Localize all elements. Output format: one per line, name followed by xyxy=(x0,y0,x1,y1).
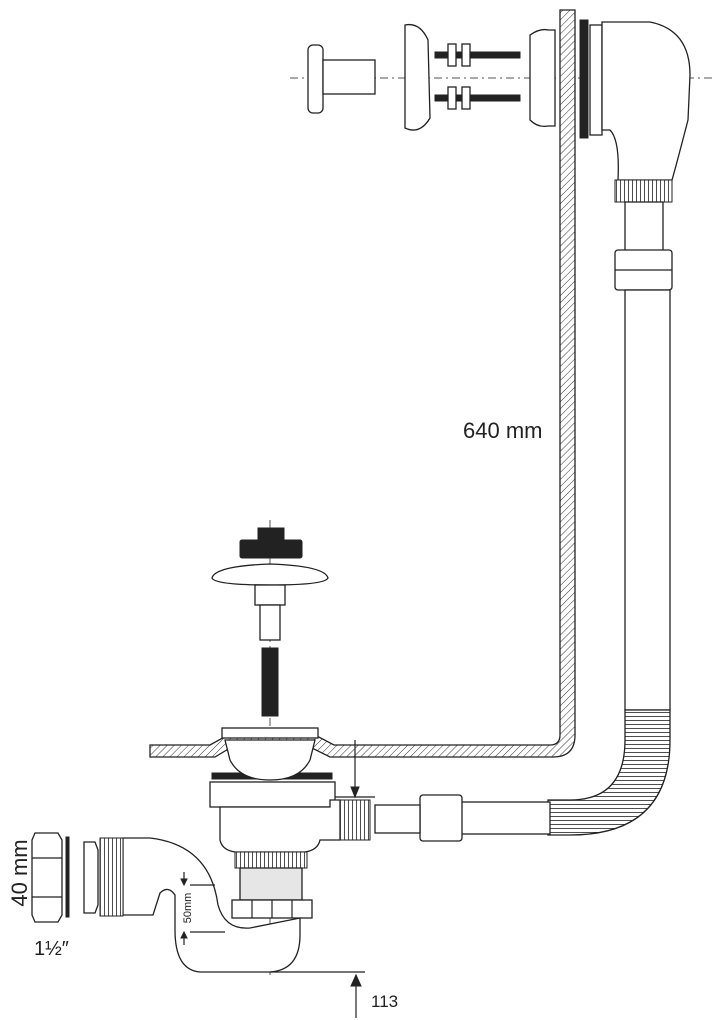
screw-nut xyxy=(447,86,457,110)
pipe-diameter-label: 40 mm xyxy=(7,839,32,907)
drain-body xyxy=(209,727,341,919)
overflow-screw-bottom xyxy=(434,94,521,102)
connection-coupler xyxy=(374,804,421,834)
bath-wall-section xyxy=(149,9,576,758)
drain-top-flange xyxy=(221,727,319,739)
plug-threaded-rod xyxy=(261,647,279,717)
screw-nut xyxy=(461,86,471,110)
overflow-washer xyxy=(589,24,603,136)
corrugated-flexible-hose xyxy=(547,709,671,836)
trap-thread xyxy=(99,837,124,917)
trap xyxy=(31,832,301,973)
drain-tee-body xyxy=(219,799,341,853)
plug-knob xyxy=(257,527,285,543)
thread-size-label: 1½″ xyxy=(34,938,69,960)
water-seal-label: 50mm xyxy=(182,892,194,924)
tee-thread xyxy=(339,799,371,841)
trap-nut xyxy=(31,832,63,923)
overflow-length-label: 640 mm xyxy=(463,418,543,443)
screw-nut xyxy=(461,43,471,67)
overflow-cover-plate xyxy=(404,23,431,131)
horizontal-connection xyxy=(339,794,551,842)
elbow-thread xyxy=(614,179,673,203)
overflow-cap-head xyxy=(307,44,324,114)
overflow-screw-top xyxy=(434,51,521,59)
screw-nut xyxy=(447,43,457,67)
overflow-gasket xyxy=(579,19,589,139)
dimension-lines xyxy=(180,740,375,1018)
plug-stem-top xyxy=(254,584,286,606)
drain-flange-nut xyxy=(209,781,336,808)
trap-body xyxy=(122,837,301,973)
drain-thread xyxy=(234,851,308,869)
overflow-cap-body xyxy=(322,59,376,95)
plug-disc xyxy=(211,563,329,586)
trap-compression-ring xyxy=(83,841,99,914)
drain-strainer xyxy=(224,739,316,781)
plug-cap xyxy=(239,539,303,559)
overflow-flange xyxy=(529,28,556,128)
trap-height-label: 113 xyxy=(371,992,399,1011)
plug-stem-body xyxy=(259,604,281,641)
popup-plug xyxy=(211,527,329,717)
overflow-assembly xyxy=(307,19,691,836)
connection-pipe xyxy=(459,801,551,835)
overflow-pipe xyxy=(624,289,671,711)
pipe-coupler xyxy=(624,201,664,253)
overflow-elbow xyxy=(601,21,691,181)
trap-washer xyxy=(65,836,70,918)
drain-lower-sleeve xyxy=(239,867,303,901)
connection-nut xyxy=(419,794,463,842)
